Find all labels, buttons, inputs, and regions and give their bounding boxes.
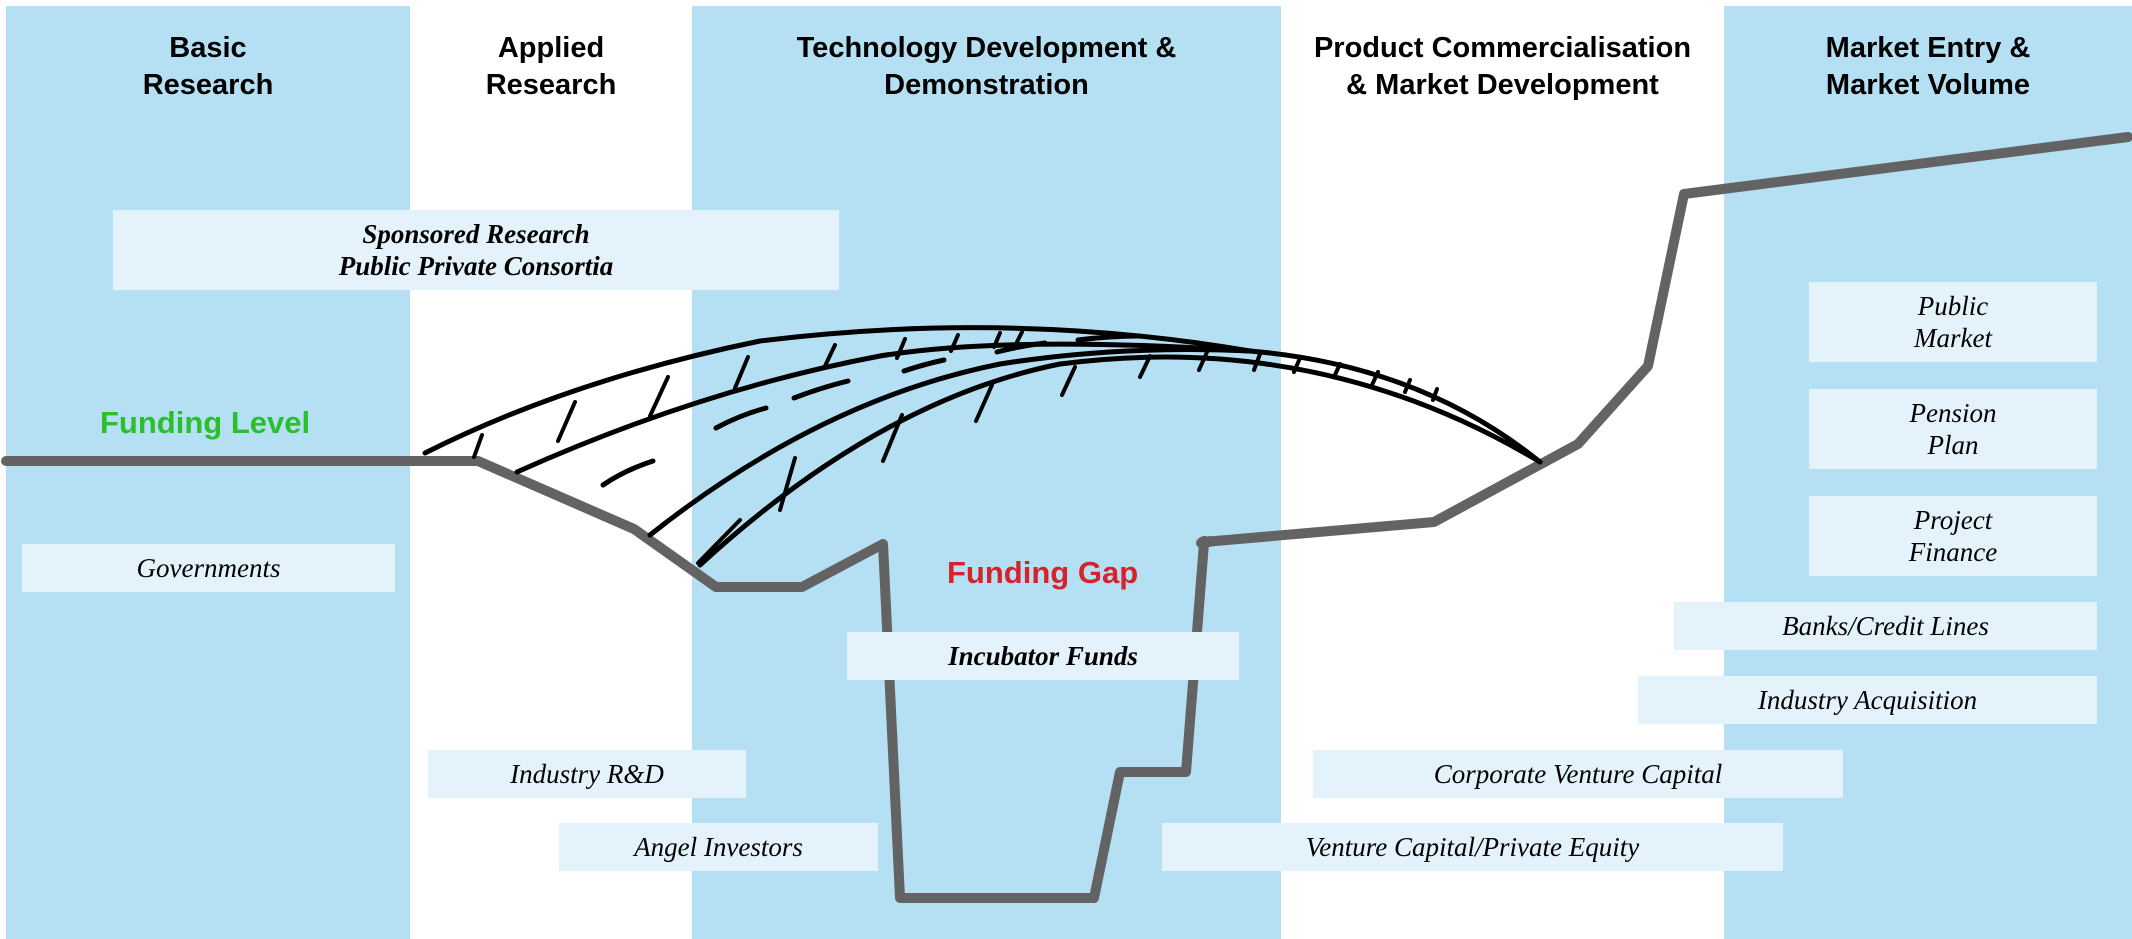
bridge-top-edge [422,325,1253,456]
bridge-inner-edge [514,341,1253,475]
source-corporate-venture-capital: Corporate Venture Capital [1313,750,1843,798]
funding-level-label: Funding Level [100,405,311,440]
source-angel-investors: Angel Investors [559,823,878,871]
stage-title-product-commercialisation: Product Commercialisation & Market Devel… [1313,32,1692,101]
bridge [422,325,1543,568]
bridge-center-dashes [600,333,1143,488]
source-governments: Governments [22,544,395,592]
funding-line-growth [1199,132,2132,547]
bridge-bottom-edge [697,354,1543,568]
stage-title-applied-research: Applied Research [485,32,617,101]
source-industry-rd: Industry R&D [428,750,746,798]
funding-gap-label: Funding Gap [947,555,1139,590]
bridge-lower-inner-edge [647,347,1253,538]
source-banks-credit-lines: Banks/Credit Lines [1674,602,2097,650]
stage-title-technology-development: Technology Development & Demonstration [796,32,1177,101]
band-basic-research [6,6,410,939]
source-incubator-funds: Incubator Funds [847,632,1239,680]
source-industry-acquisition: Industry Acquisition [1638,676,2097,724]
source-project-finance: Project Finance [1809,496,2097,576]
source-pension-plan: Pension Plan [1809,389,2097,469]
bridge-ties [472,330,1439,565]
source-venture-capital-private-equity: Venture Capital/Private Equity [1162,823,1783,871]
stage-title-market-entry: Market Entry & Market Volume [1825,32,2031,101]
stage-title-basic-research: Basic Research [142,32,274,101]
source-public-market: Public Market [1809,282,2097,362]
source-sponsored-research: Sponsored Research Public Private Consor… [113,210,839,290]
